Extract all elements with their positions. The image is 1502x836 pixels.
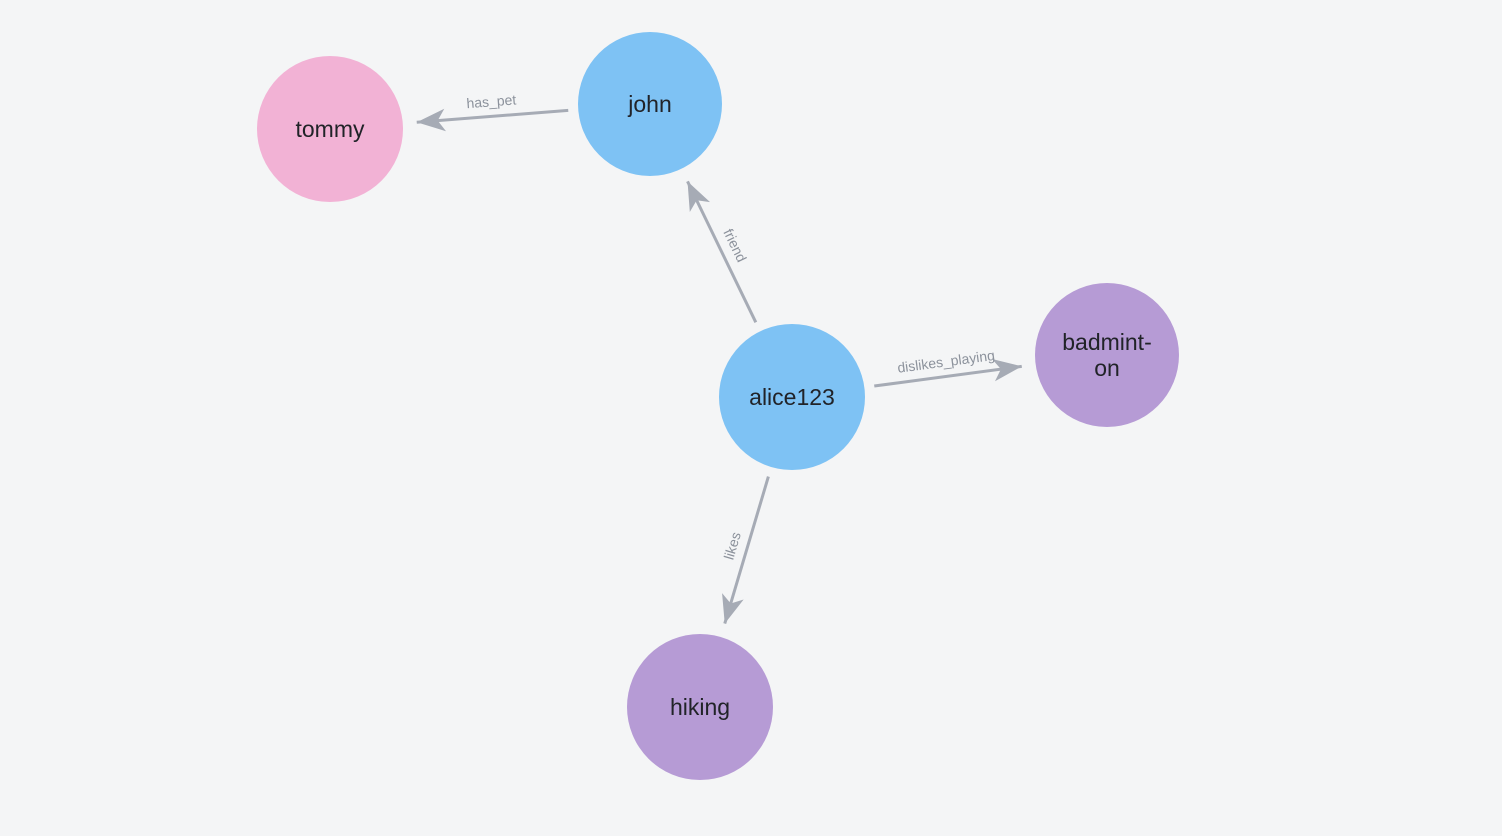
graph-node-tommy[interactable]: tommy	[257, 56, 403, 202]
node-circle-hiking[interactable]	[627, 634, 773, 780]
graph-edge-dislikes_playing[interactable]	[874, 358, 1022, 388]
node-circle-john[interactable]	[578, 32, 722, 176]
graph-node-hiking[interactable]: hiking	[627, 634, 773, 780]
edge-label: has_pet	[466, 91, 517, 111]
node-circle-badminton[interactable]	[1035, 283, 1179, 427]
node-circle-alice123[interactable]	[719, 324, 865, 470]
node-circle-tommy[interactable]	[257, 56, 403, 202]
graph-edge-likes[interactable]	[722, 476, 770, 625]
graph-edge-has_pet[interactable]	[416, 108, 569, 132]
edge-label: likes	[721, 530, 744, 561]
graph-edge-friend[interactable]	[686, 180, 758, 323]
graph-node-alice123[interactable]: alice123	[719, 324, 865, 470]
graph-node-john[interactable]: john	[578, 32, 722, 176]
graph-node-badminton[interactable]: badmint-on	[1035, 283, 1179, 427]
